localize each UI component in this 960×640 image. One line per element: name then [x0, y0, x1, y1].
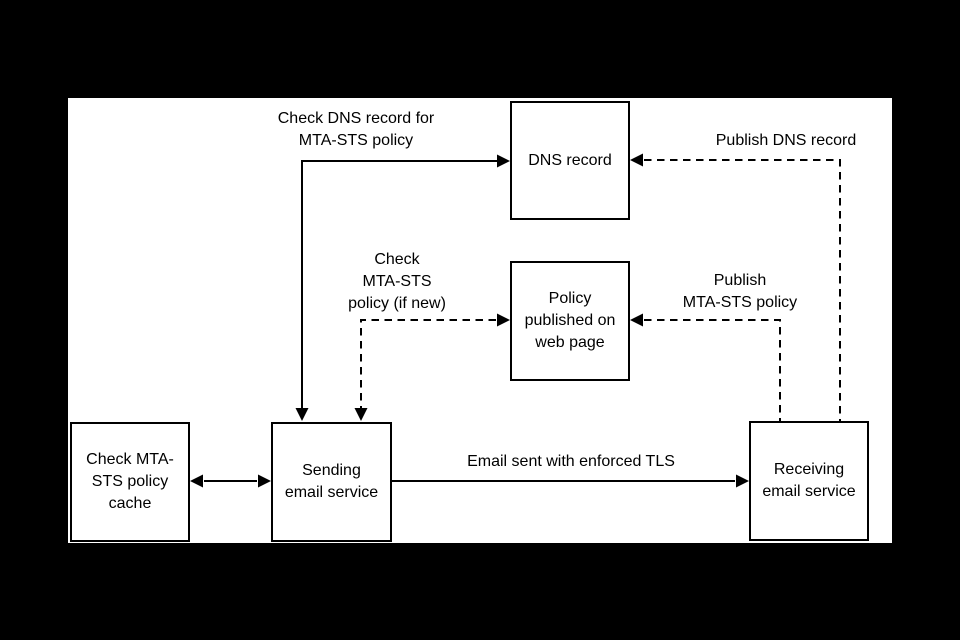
connector-lines — [190, 153, 841, 488]
edge-label-publish-dns-record: Publish DNS record — [715, 132, 857, 149]
node-sending-email-service: Sending email service — [271, 422, 392, 542]
edge-label-publish-mta-sts-policy: Publish MTA-STS policy — [682, 272, 798, 311]
node-receiving-email-service-label: Receiving email service — [762, 461, 856, 500]
connector-check-policy — [354, 313, 510, 421]
node-sending-email-service-label: Sending email service — [284, 462, 379, 501]
node-policy-cache-label: Check MTA- STS policy cache — [86, 451, 174, 512]
edge-label-check-dns-record: Check DNS record for MTA-STS policy — [277, 110, 435, 149]
node-dns-record: DNS record — [510, 101, 630, 220]
node-policy-web-page-label: Policy published on web page — [524, 290, 616, 351]
connector-cache-sync — [190, 474, 271, 488]
node-receiving-email-service: Receiving email service — [749, 421, 869, 541]
connector-publish-dns — [630, 153, 841, 421]
node-policy-cache: Check MTA- STS policy cache — [70, 422, 190, 542]
node-dns-record-label: DNS record — [528, 151, 612, 169]
edge-label-email-sent-enforced-tls: Email sent with enforced TLS — [467, 453, 675, 470]
node-policy-web-page: Policy published on web page — [510, 261, 630, 381]
diagram-canvas: DNS record Policy published on web page … — [68, 98, 892, 543]
connector-email-tls — [392, 474, 749, 488]
connector-check-dns — [295, 154, 510, 421]
connector-publish-policy — [630, 313, 781, 421]
edge-label-check-mta-sts-policy: Check MTA-STS policy (if new) — [348, 251, 446, 312]
